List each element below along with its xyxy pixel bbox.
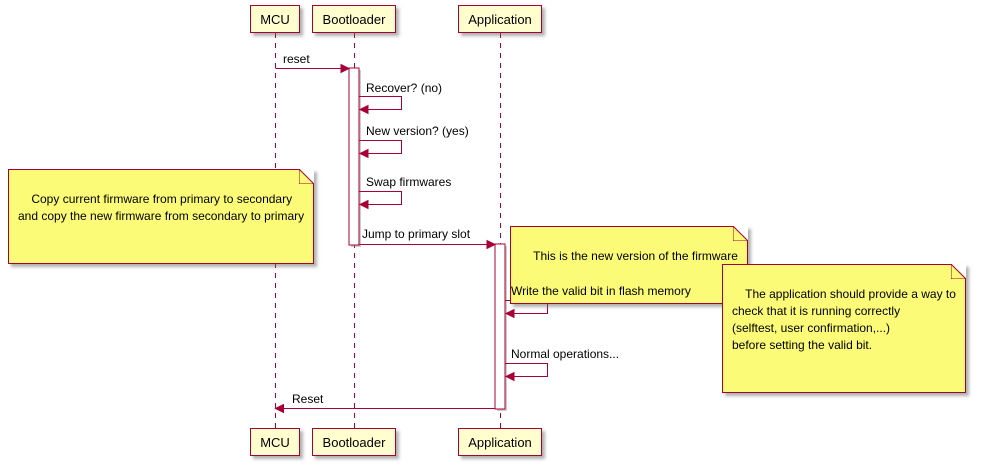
message-arrow-reset-return xyxy=(274,403,496,414)
participant-label: Bootloader xyxy=(322,11,386,27)
message-label-reset-return: Reset xyxy=(292,392,324,406)
note-text: The application should provide a way to … xyxy=(732,287,956,352)
participant-bootloader-top: Bootloader xyxy=(312,5,396,33)
message-label-recover: Recover? (no) xyxy=(366,81,443,95)
note-fold-icon xyxy=(732,226,748,241)
participant-mcu-top: MCU xyxy=(250,5,300,33)
message-arrow-jump-primary-slot xyxy=(359,239,497,250)
participant-label: Bootloader xyxy=(322,434,386,450)
message-arrow-swap-firmwares xyxy=(358,191,402,210)
note-fold-icon xyxy=(299,169,315,184)
message-arrow-recover xyxy=(358,96,402,115)
message-label-new-version: New version? (yes) xyxy=(366,124,469,138)
message-label-normal-operations: Normal operations... xyxy=(511,347,620,361)
message-arrow-normal-operations xyxy=(504,363,548,382)
message-label-jump-primary-slot: Jump to primary slot xyxy=(362,227,471,241)
note-text: This is the new version of the firmware xyxy=(533,249,738,263)
participant-label: MCU xyxy=(260,11,290,27)
message-label-swap-firmwares: Swap firmwares xyxy=(366,175,452,189)
message-label-write-valid-bit: Write the valid bit in flash memory xyxy=(511,284,691,298)
note-new-firmware-version: This is the new version of the firmware xyxy=(510,226,748,304)
note-valid-bit-check: The application should provide a way to … xyxy=(722,264,966,393)
message-label-reset: reset xyxy=(283,52,310,66)
message-arrow-new-version xyxy=(358,140,402,159)
participant-label: Application xyxy=(468,434,532,450)
activation-bars xyxy=(348,67,507,411)
participant-bootloader-bottom: Bootloader xyxy=(312,428,396,456)
note-text: Copy current firmware from primary to se… xyxy=(18,192,305,223)
participant-label: MCU xyxy=(260,434,290,450)
note-copy-firmware: Copy current firmware from primary to se… xyxy=(8,169,315,264)
participant-application-top: Application xyxy=(458,5,542,33)
participant-label: Application xyxy=(468,11,532,27)
participant-application-bottom: Application xyxy=(458,428,542,456)
participant-mcu-bottom: MCU xyxy=(250,428,300,456)
message-arrow-reset xyxy=(275,63,351,74)
note-fold-icon xyxy=(950,264,966,279)
